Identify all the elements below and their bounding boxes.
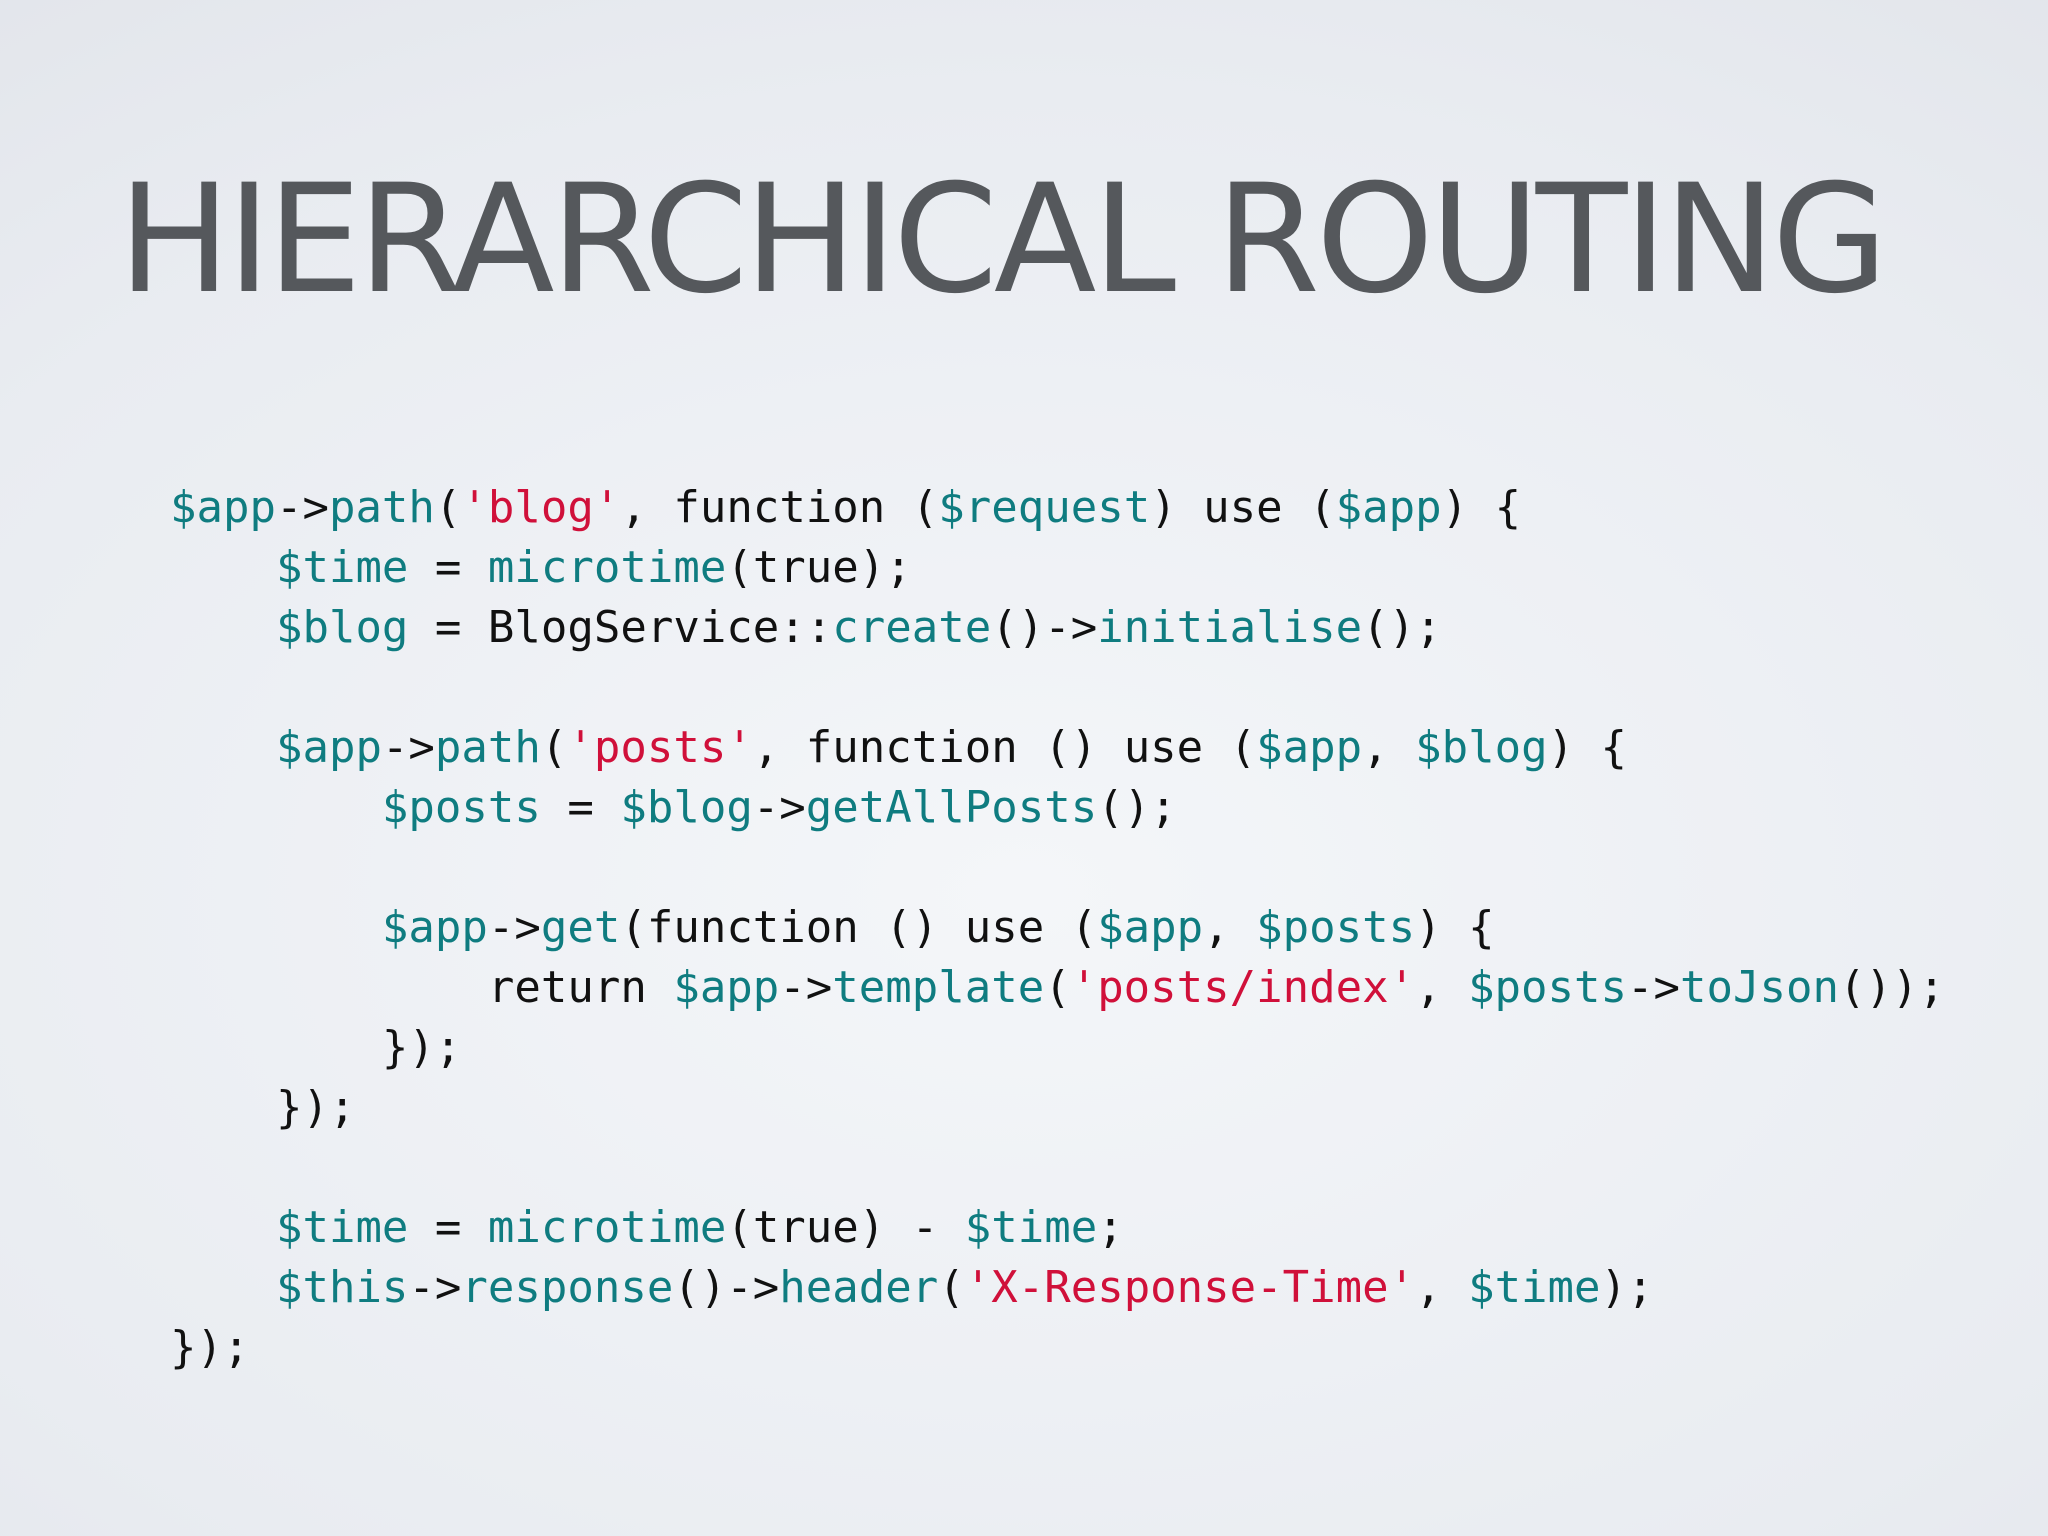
code-line bbox=[170, 1138, 2030, 1198]
code-variable: $posts bbox=[1256, 902, 1416, 953]
code-variable: $app bbox=[170, 482, 276, 533]
code-function: template bbox=[832, 962, 1045, 1013]
code-string: 'posts' bbox=[567, 722, 753, 773]
code-line: $time = microtime(true); bbox=[170, 538, 2030, 598]
code-variable: $blog bbox=[620, 782, 753, 833]
code-variable: $time bbox=[275, 1202, 409, 1253]
code-text: (true); bbox=[726, 542, 912, 593]
code-line: $time = microtime(true) - $time; bbox=[170, 1198, 2030, 1258]
code-text: return bbox=[170, 962, 674, 1013]
code-function: get bbox=[540, 902, 621, 953]
code-text: ) { bbox=[1547, 722, 1628, 773]
code-text: ) { bbox=[1441, 482, 1522, 533]
code-function: microtime bbox=[487, 542, 727, 593]
code-line bbox=[170, 838, 2030, 898]
code-text: ()-> bbox=[673, 1262, 780, 1313]
code-line: }); bbox=[170, 1018, 2030, 1078]
code-text: (true) - bbox=[726, 1202, 965, 1253]
code-variable: $app bbox=[1097, 902, 1204, 953]
code-function: header bbox=[779, 1262, 939, 1313]
code-text: , bbox=[1415, 1262, 1469, 1313]
code-text: -> bbox=[779, 962, 833, 1013]
code-text: -> bbox=[275, 482, 329, 533]
code-text: ); bbox=[1600, 1262, 1654, 1313]
code-text: }); bbox=[170, 1322, 250, 1373]
code-text: , bbox=[1203, 902, 1257, 953]
code-line: $app->path('blog', function ($request) u… bbox=[170, 478, 2030, 538]
code-text bbox=[170, 782, 382, 833]
code-text: ()); bbox=[1838, 962, 1945, 1013]
code-text: , bbox=[1362, 722, 1416, 773]
code-line: return $app->template('posts/index', $po… bbox=[170, 958, 2030, 1018]
code-text: -> bbox=[752, 782, 806, 833]
code-variable: $time bbox=[1468, 1262, 1601, 1313]
code-function: path bbox=[328, 482, 435, 533]
code-function: path bbox=[434, 722, 541, 773]
code-function: response bbox=[461, 1262, 674, 1313]
code-variable: $posts bbox=[1468, 962, 1628, 1013]
code-variable: $app bbox=[1335, 482, 1442, 533]
code-function: getAllPosts bbox=[805, 782, 1098, 833]
code-text bbox=[170, 1262, 276, 1313]
code-variable: $blog bbox=[275, 602, 409, 653]
code-function: toJson bbox=[1680, 962, 1839, 1013]
code-line bbox=[170, 658, 2030, 718]
code-text: ( bbox=[434, 482, 462, 533]
code-line: }); bbox=[170, 1078, 2030, 1138]
code-variable: $app bbox=[381, 902, 488, 953]
code-text: ) { bbox=[1415, 902, 1495, 953]
code-variable: $this bbox=[275, 1262, 409, 1313]
code-text: -> bbox=[1627, 962, 1680, 1013]
code-text: ()-> bbox=[991, 602, 1098, 653]
code-block: $app->path('blog', function ($request) u… bbox=[170, 478, 2030, 1378]
code-string: 'blog' bbox=[461, 482, 621, 533]
code-variable: $app bbox=[275, 722, 382, 773]
code-text: -> bbox=[408, 1262, 462, 1313]
code-text: ( bbox=[540, 722, 568, 773]
code-variable: $time bbox=[964, 1202, 1098, 1253]
code-function: initialise bbox=[1097, 602, 1363, 653]
code-text: ; bbox=[1097, 1202, 1124, 1253]
code-text: (function () use ( bbox=[620, 902, 1098, 953]
code-text: , bbox=[1415, 962, 1469, 1013]
code-text bbox=[170, 902, 382, 953]
code-string: 'X-Response-Time' bbox=[964, 1262, 1416, 1313]
code-text: (); bbox=[1362, 602, 1442, 653]
code-line: $this->response()->header('X-Response-Ti… bbox=[170, 1258, 2030, 1318]
code-function: create bbox=[832, 602, 992, 653]
code-text: ( bbox=[938, 1262, 965, 1313]
code-variable: $app bbox=[673, 962, 780, 1013]
code-variable: $request bbox=[938, 482, 1151, 533]
code-text: -> bbox=[381, 722, 435, 773]
code-text bbox=[170, 1202, 276, 1253]
code-line: $app->path('posts', function () use ($ap… bbox=[170, 718, 2030, 778]
code-variable: $posts bbox=[381, 782, 541, 833]
code-text: }); bbox=[170, 1022, 462, 1073]
code-variable: $time bbox=[275, 542, 409, 593]
code-text: ) use ( bbox=[1150, 482, 1336, 533]
code-line: $app->get(function () use ($app, $posts)… bbox=[170, 898, 2030, 958]
code-text: = bbox=[408, 1202, 488, 1253]
code-text: }); bbox=[170, 1082, 356, 1133]
code-string: 'posts/index' bbox=[1070, 962, 1416, 1013]
code-text: -> bbox=[487, 902, 541, 953]
code-variable: $app bbox=[1256, 722, 1363, 773]
code-text: = BlogService:: bbox=[408, 602, 833, 653]
code-text: ( bbox=[1044, 962, 1071, 1013]
code-text: = bbox=[408, 542, 488, 593]
code-function: microtime bbox=[487, 1202, 727, 1253]
code-text bbox=[170, 722, 276, 773]
code-text: , function ( bbox=[620, 482, 939, 533]
code-text: , function () use ( bbox=[752, 722, 1257, 773]
code-text: (); bbox=[1097, 782, 1177, 833]
code-line: $posts = $blog->getAllPosts(); bbox=[170, 778, 2030, 838]
slide-title: HIERARCHICAL ROUTING bbox=[118, 153, 1888, 327]
code-text bbox=[170, 542, 276, 593]
code-text bbox=[170, 602, 276, 653]
code-variable: $blog bbox=[1415, 722, 1548, 773]
code-line: $blog = BlogService::create()->initialis… bbox=[170, 598, 2030, 658]
code-text: = bbox=[540, 782, 621, 833]
code-line: }); bbox=[170, 1318, 2030, 1378]
